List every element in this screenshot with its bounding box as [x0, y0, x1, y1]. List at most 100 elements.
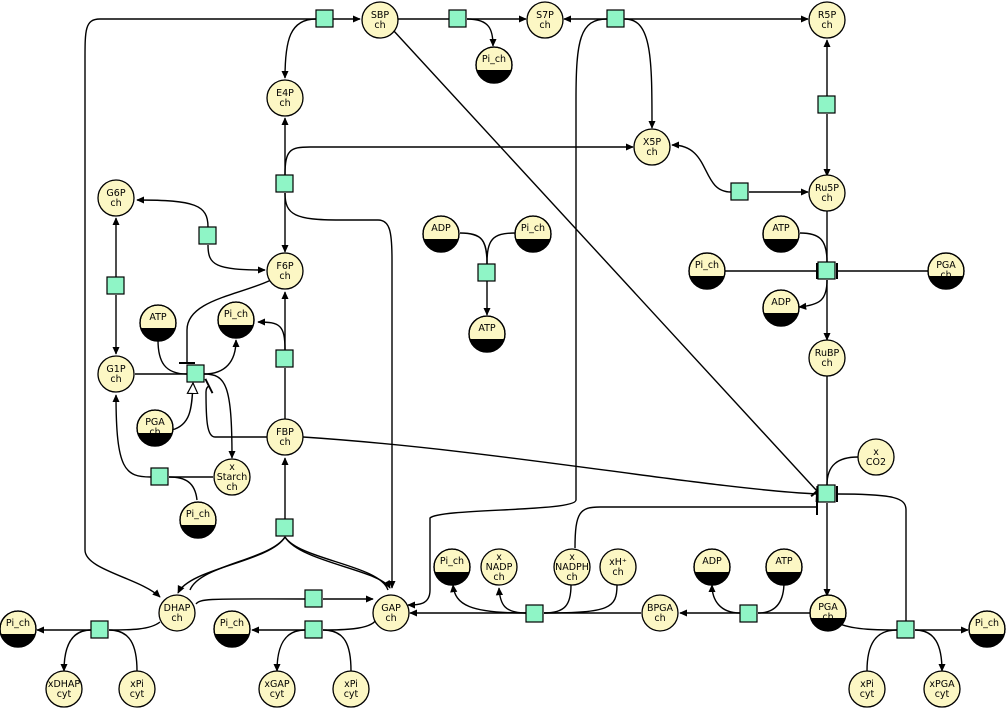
metabolite-label: G6P — [106, 188, 125, 199]
process-node[interactable] — [275, 174, 294, 193]
metabolite-label: FBP — [276, 427, 294, 438]
process-node[interactable] — [525, 604, 544, 623]
arc — [281, 18, 317, 79]
process-node[interactable] — [817, 261, 836, 280]
metabolite-label: NADPH — [555, 562, 589, 573]
process-node[interactable] — [477, 263, 496, 282]
metabolite-pich-b1[interactable]: Pi_ch — [433, 548, 471, 586]
metabolite-label: Pi_ch — [695, 260, 719, 271]
metabolite-pich-l[interactable]: Pi_ch — [217, 301, 255, 339]
metabolite-circle — [158, 594, 196, 632]
metabolite-circle — [45, 670, 83, 708]
process-node[interactable] — [817, 95, 836, 114]
arc — [171, 383, 193, 431]
process-nodes — [90, 9, 915, 639]
metabolite-outline — [475, 46, 513, 84]
process-node[interactable] — [304, 620, 323, 639]
metabolite-label: ch — [654, 613, 665, 624]
metabolite-label: F6P — [276, 261, 294, 272]
process-node[interactable] — [275, 518, 294, 537]
metabolite-pich-b2[interactable]: Pi_ch — [213, 610, 251, 648]
metabolite-label: PGA — [145, 417, 165, 428]
process-node[interactable] — [106, 276, 125, 295]
metabolite-outline — [762, 215, 800, 253]
metabolite-adp-mid[interactable]: ADP — [422, 215, 460, 253]
metabolite-label: ch — [646, 147, 657, 158]
metabolite-pich-st[interactable]: Pi_ch — [179, 501, 217, 539]
process-node[interactable] — [198, 226, 217, 245]
process-node[interactable] — [896, 620, 915, 639]
metabolite-label: xH⁺ — [609, 557, 627, 568]
metabolite-label: cyt — [270, 689, 285, 700]
metabolite-adp-r[interactable]: ADP — [762, 289, 800, 327]
metabolite-label: ch — [940, 270, 951, 281]
clone-marker — [928, 276, 964, 290]
metabolite-pich-top[interactable]: Pi_ch — [475, 46, 513, 84]
metabolite-atp-mid[interactable]: ATP — [468, 315, 506, 353]
process-node[interactable] — [186, 364, 205, 383]
metabolite-atp-r[interactable]: ATP — [762, 215, 800, 253]
process-node[interactable] — [448, 9, 467, 28]
metabolite-pich-r[interactable]: Pi_ch — [688, 252, 726, 290]
metabolite-atp-b[interactable]: ATP — [765, 548, 803, 586]
metabolite-label: ADP — [702, 556, 722, 567]
process-node[interactable] — [90, 620, 109, 639]
metabolite-label: PGA — [818, 602, 838, 613]
process-node[interactable] — [739, 604, 758, 623]
process-node[interactable] — [275, 349, 294, 368]
metabolite-label: ch — [566, 572, 577, 583]
process-node[interactable] — [304, 589, 323, 608]
process-node[interactable] — [150, 467, 169, 486]
metabolite-label: cyt — [57, 689, 72, 700]
metabolite-label: xPi — [860, 679, 874, 690]
metabolite-circle — [808, 339, 846, 377]
metabolite-label: Pi_ch — [440, 556, 464, 567]
process-node[interactable] — [315, 9, 334, 28]
clone-marker — [0, 634, 36, 647]
arc — [450, 584, 527, 614]
metabolite-hplus[interactable]: xH⁺ch — [599, 548, 637, 586]
arc — [866, 629, 898, 672]
metabolite-pich-mid[interactable]: Pi_ch — [514, 215, 552, 253]
metabolite-outline — [927, 252, 965, 290]
metabolite-pich-fr[interactable]: Pi_ch — [968, 610, 1006, 648]
metabolite-pich-fl[interactable]: Pi_ch — [0, 610, 37, 648]
process-node[interactable] — [817, 484, 836, 503]
process-node[interactable] — [730, 182, 749, 201]
process-node[interactable] — [606, 9, 625, 28]
metabolite-adp-b[interactable]: ADP — [693, 548, 731, 586]
clone-marker — [763, 239, 799, 253]
clone-marker — [969, 634, 1005, 647]
metabolite-label: Starch — [217, 472, 248, 483]
arc — [284, 192, 396, 589]
metabolite-atp-l[interactable]: ATP — [139, 304, 177, 342]
metabolite-label: x — [569, 552, 575, 563]
